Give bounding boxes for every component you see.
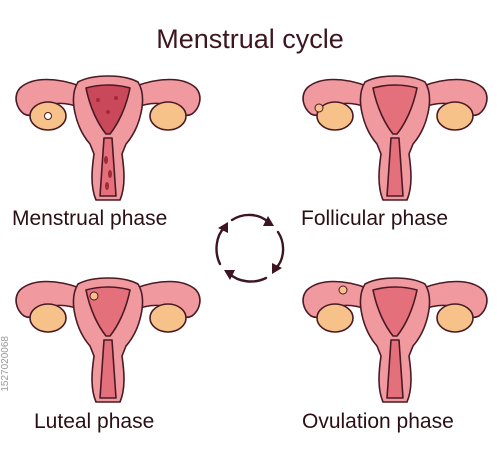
side-watermark-id: 1527020068 xyxy=(0,336,11,392)
uterus-illustration-luteal xyxy=(15,277,201,403)
phase-label-follicular: Follicular phase xyxy=(301,207,449,230)
uterus-illustration-menstrual xyxy=(15,75,201,201)
diagram-title: Menstrual cycle xyxy=(156,24,344,54)
cycle-arrows-icon xyxy=(215,213,285,283)
phase-label-menstrual: Menstrual phase xyxy=(12,207,168,230)
uterus-illustration-follicular xyxy=(302,75,488,201)
uterus-illustration-ovulation xyxy=(302,277,488,403)
phase-label-luteal: Luteal phase xyxy=(34,410,155,433)
phase-label-ovulation: Ovulation phase xyxy=(302,410,454,433)
